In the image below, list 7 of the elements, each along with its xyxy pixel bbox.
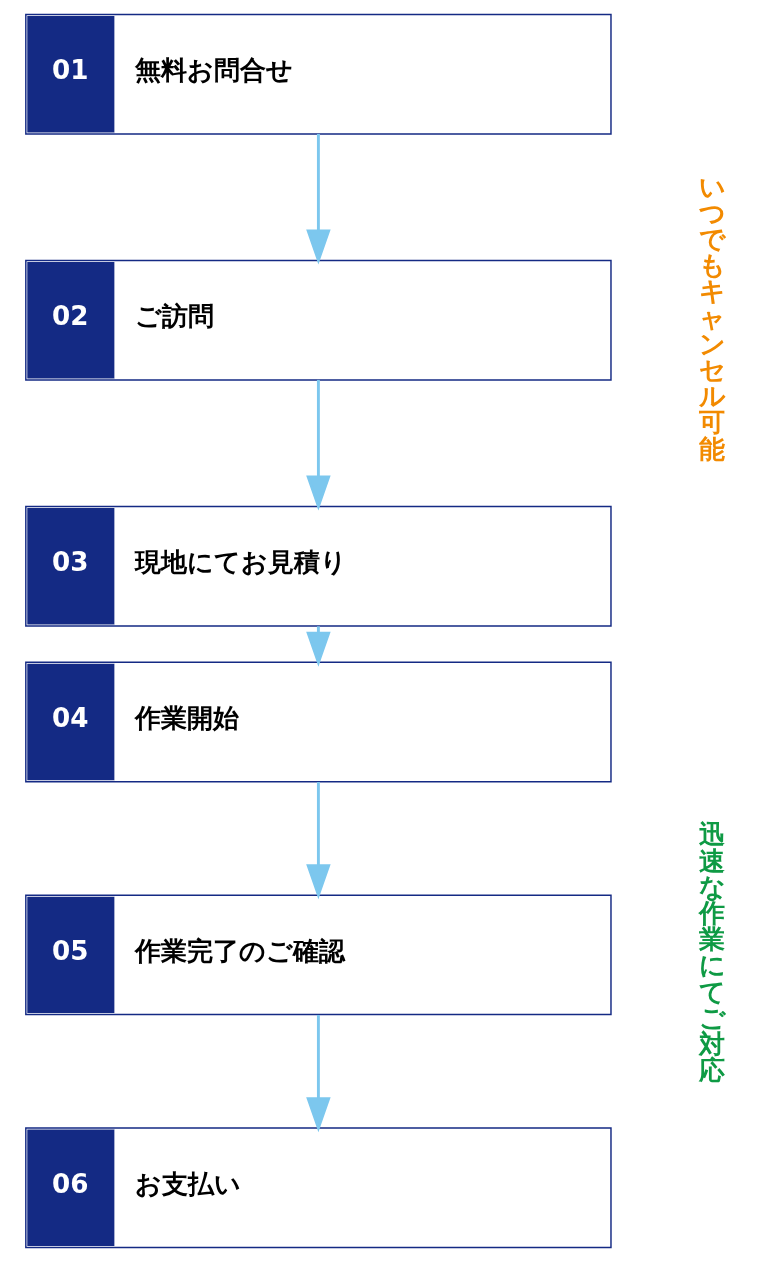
arrow [305,782,331,900]
arrow [305,379,331,511]
arrow [305,626,331,667]
label: 迅速な作業にてご対応 [698,819,726,1086]
arrow [305,133,331,265]
label: いつでもキャンセル可能 [698,171,726,464]
arrow [305,1014,331,1133]
